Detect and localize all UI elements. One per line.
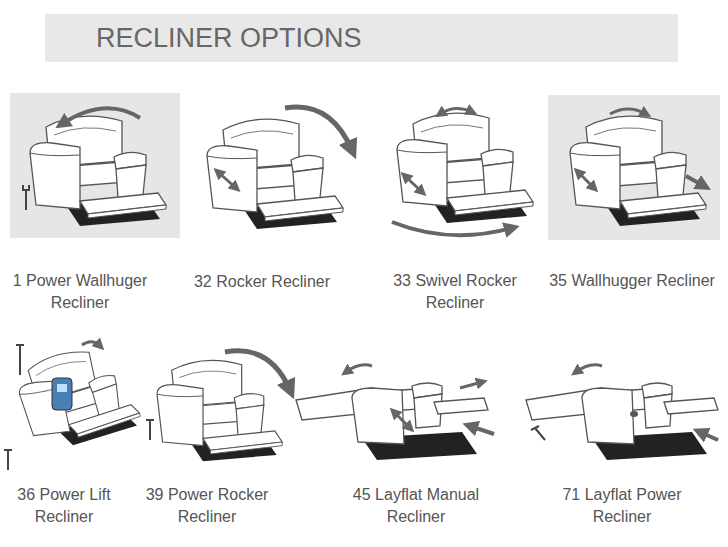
- motion-arrow: [346, 365, 372, 372]
- rock-arrow: [218, 172, 236, 188]
- layflat-figure: [296, 383, 488, 460]
- power-plug: [22, 185, 30, 210]
- option-caption: 39 Power Rocker Recliner: [137, 484, 277, 528]
- motion-arrow: [576, 365, 602, 372]
- option-caption: 33 Swivel Rocker Recliner: [380, 270, 530, 314]
- power-plug: [531, 426, 545, 440]
- power-button: [630, 411, 638, 417]
- power-plug: [146, 420, 154, 440]
- wall: [548, 95, 720, 240]
- swivel-arrow: [392, 222, 512, 235]
- motion-arrow: [610, 109, 646, 114]
- recliner-figure: [570, 116, 706, 226]
- motion-arrow: [285, 107, 352, 150]
- option-caption: 45 Layflat Manual Recliner: [336, 484, 496, 528]
- recliner-figure: [207, 119, 343, 229]
- recliner-figure: [157, 360, 282, 461]
- recliner-figure: [397, 113, 533, 223]
- lift-figure: [13, 341, 143, 454]
- lever-arrow: [394, 412, 410, 428]
- option-caption: 36 Power Lift Recliner: [4, 484, 124, 528]
- power-plug: [4, 450, 12, 470]
- remote-screen: [57, 384, 67, 392]
- motion-arrow: [460, 382, 482, 388]
- motion-arrow: [82, 342, 100, 346]
- motion-arrow: [700, 432, 718, 440]
- motion-arrow: [62, 108, 140, 124]
- motion-arrow: [686, 176, 704, 186]
- option-caption: 35 Wallhugger Recliner: [542, 270, 722, 292]
- remote-control: [52, 378, 72, 410]
- motion-arrow: [225, 351, 290, 390]
- recliner-figure: [30, 116, 166, 226]
- option-caption: 1 Power Wallhuger Recliner: [5, 270, 155, 314]
- wall: [10, 93, 180, 238]
- layflat-figure: [526, 383, 718, 460]
- option-caption: 32 Rocker Recliner: [177, 271, 347, 293]
- motion-arrow: [470, 426, 494, 434]
- power-plug: [16, 345, 24, 375]
- option-caption: 71 Layflat Power Recliner: [547, 484, 697, 528]
- motion-arrow: [440, 108, 472, 114]
- slide-arrow: [578, 172, 594, 188]
- page-title: RECLINER OPTIONS: [45, 14, 678, 62]
- rock-arrow: [405, 176, 422, 192]
